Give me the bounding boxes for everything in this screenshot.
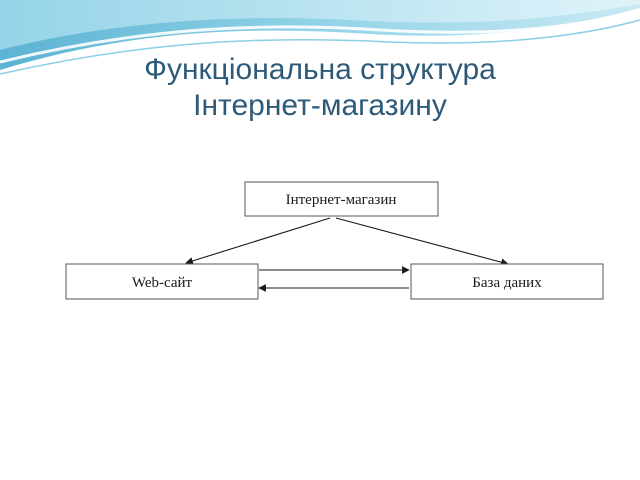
edge-shop-to-database (335, 217, 509, 266)
wave-line-blue (0, 19, 640, 75)
node-website-box (65, 263, 259, 300)
node-database-box (410, 263, 604, 300)
slide-title-line2: Інтернет-магазину (193, 89, 447, 122)
header-wave-decoration (0, 0, 640, 75)
node-shop-box (244, 181, 439, 217)
node-website-label: Web-сайт (132, 275, 193, 291)
slide-title: Функціональна структура Інтернет-магазин… (60, 52, 580, 124)
functional-structure-diagram: Інтернет-магазин Web-сайт База даних (65, 181, 604, 300)
node-website: Web-сайт (65, 263, 259, 300)
slide-title-line1: Функціональна структура (144, 53, 496, 86)
node-database: База даних (410, 263, 604, 300)
node-shop-label: Інтернет-магазин (286, 192, 397, 208)
node-shop: Інтернет-магазин (244, 181, 439, 217)
wave-line-white (0, 8, 640, 64)
node-database-label: База даних (472, 275, 542, 291)
edge-shop-to-website (185, 217, 331, 265)
wave-band-light (0, 0, 640, 50)
diagram-panel: Інтернет-магазин Web-сайт База даних (60, 172, 608, 320)
